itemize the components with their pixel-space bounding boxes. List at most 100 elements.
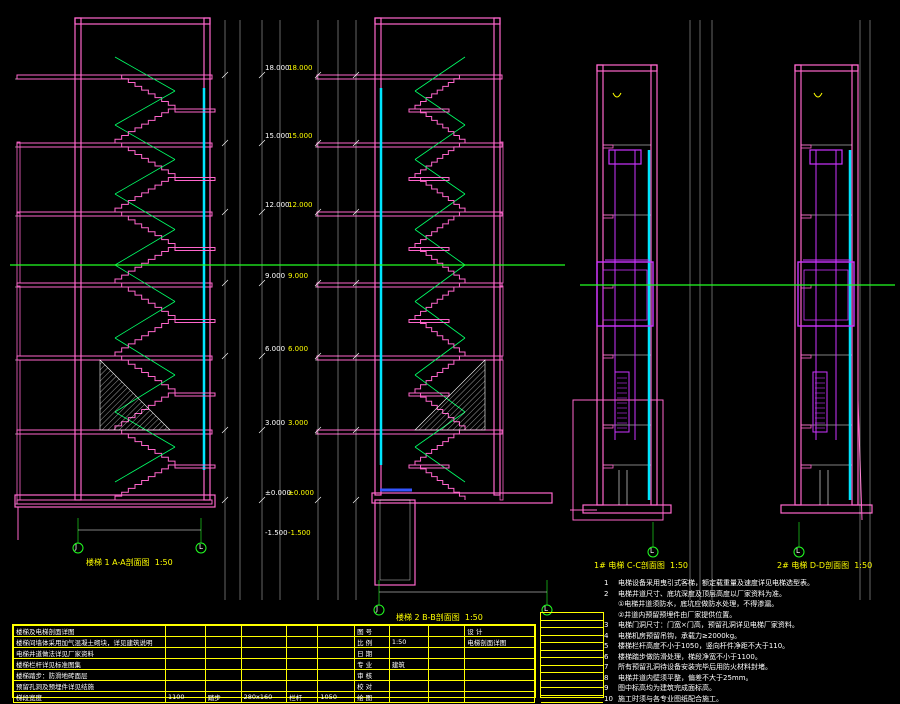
title-row: 电梯井道做法详见厂家资料日 期 — [14, 648, 535, 659]
landing-slab — [175, 465, 215, 468]
landing-slab — [175, 393, 215, 396]
floor-slab — [317, 75, 502, 79]
stair-flight — [415, 212, 465, 248]
note-number: 9 — [604, 683, 618, 694]
title-cell: 楼梯及电梯剖面详图 — [14, 626, 166, 637]
wall-right — [494, 18, 500, 495]
stair-flight — [115, 320, 175, 357]
title-cell — [165, 681, 205, 692]
title-cell — [287, 659, 318, 670]
door-header — [603, 145, 613, 148]
title-cell: 1100 — [165, 692, 205, 703]
title-cell — [205, 659, 241, 670]
title-cell — [318, 670, 355, 681]
door-header — [801, 465, 811, 468]
door-header — [801, 425, 811, 428]
handrail — [415, 160, 465, 195]
title-cell: 楼梯间墙体采用加气混凝土砌块，详见建筑说明 — [14, 637, 166, 648]
title-cell — [205, 670, 241, 681]
title-cell: 绘 图 — [355, 692, 390, 703]
handrail — [415, 125, 465, 160]
title-cell: 预留孔洞及预埋件详见结施 — [14, 681, 166, 692]
machine-beam — [810, 150, 842, 164]
title-cell — [241, 637, 287, 648]
title-cell — [465, 648, 535, 659]
roof-slab — [75, 18, 210, 24]
level-label: ±0.000 — [288, 490, 314, 497]
landing-slab — [175, 178, 215, 181]
note-text: 电梯机房预留吊钩，承载力≥2000kg。 — [618, 632, 741, 640]
section-1-stair-a — [15, 18, 215, 540]
title-cell — [165, 637, 205, 648]
title-cell — [465, 659, 535, 670]
title-cell — [287, 648, 318, 659]
level-label: 3.000 — [265, 420, 285, 427]
stair-flight — [415, 465, 465, 500]
side-column — [17, 360, 20, 430]
landing-slab — [409, 393, 449, 396]
handrail — [115, 230, 175, 266]
machine-beam — [609, 150, 641, 164]
note-text: 电梯井道尺寸、底坑深度及顶层高度以厂家资料为准。 — [618, 590, 786, 598]
door-header — [801, 145, 811, 148]
note-number: 2 — [604, 589, 618, 600]
note-text: ②井道内预留预埋件由厂家提供位置。 — [618, 611, 736, 619]
title-cell: 日 期 — [355, 648, 390, 659]
lifting-hook — [613, 93, 621, 97]
title-cell — [429, 692, 465, 703]
landing-slab — [175, 248, 215, 251]
foundation — [372, 493, 552, 503]
title-cell — [165, 659, 205, 670]
note-text: 电梯设备采用曳引式客梯，额定载重量及速度详见电梯选型表。 — [618, 579, 814, 587]
title-row: 楼梯及电梯剖面详图图 号设 计 — [14, 626, 535, 637]
floor-slab — [17, 356, 212, 360]
axis-label-l-3: L — [650, 548, 654, 555]
level-label: 15.000 — [288, 133, 313, 140]
floor-slab — [317, 356, 502, 360]
title-cell: 电梯剖面详图 — [465, 637, 535, 648]
note-number: 5 — [604, 641, 618, 652]
title-cell: 建筑 — [389, 659, 428, 670]
section-4-caption: 2# 电梯 D-D剖面图 1:50 — [777, 562, 872, 570]
level-label: 9.000 — [288, 273, 308, 280]
section-4-elevator-d — [781, 65, 872, 520]
handrail — [115, 160, 175, 195]
floor-slab — [17, 283, 212, 287]
stair-flight — [415, 320, 465, 357]
stair-flight — [115, 283, 175, 320]
title-cell — [318, 626, 355, 637]
landing-slab — [175, 109, 215, 112]
floor-slab — [17, 430, 212, 434]
elevator-cab-inner — [603, 270, 647, 320]
note-text: 楼梯栏杆高度不小于1050，竖向杆件净距不大于110。 — [618, 642, 789, 650]
section-3-elevator-c — [570, 65, 671, 520]
side-column — [17, 142, 20, 212]
title-cell — [429, 637, 465, 648]
axis-label-l-1: L — [199, 544, 203, 551]
handrail — [115, 447, 175, 482]
level-label: 18.000 — [288, 65, 313, 72]
note-number: 8 — [604, 673, 618, 684]
stair-flight — [115, 430, 175, 465]
handrail — [115, 91, 175, 125]
title-cell — [241, 626, 287, 637]
note-text: 电梯门洞尺寸：门宽×门高，预留孔洞详见电梯厂家资料。 — [618, 621, 799, 629]
door-header — [801, 355, 811, 358]
stair-flight — [115, 75, 175, 109]
title-cell: 比 例 — [355, 637, 390, 648]
stair-flight — [415, 283, 465, 320]
handrail — [115, 125, 175, 160]
title-cell: 图 号 — [355, 626, 390, 637]
floor-slab — [317, 212, 502, 216]
hatched-flight — [415, 360, 485, 430]
